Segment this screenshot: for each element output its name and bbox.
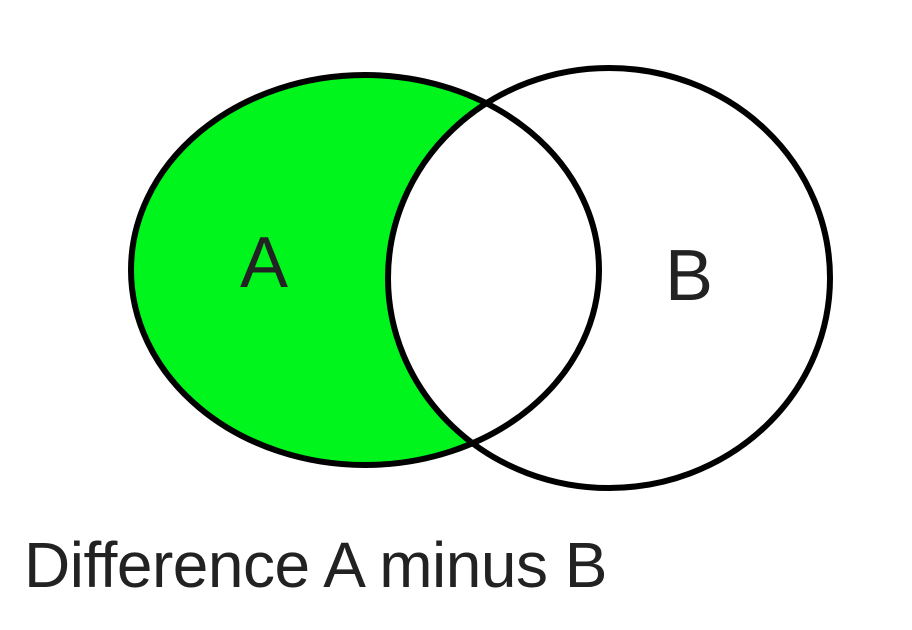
set-a-difference-region	[131, 75, 599, 465]
set-a-label: A	[240, 223, 288, 303]
diagram-caption: Difference A minus B	[24, 529, 607, 601]
set-a-outline	[128, 72, 602, 468]
set-b-label: B	[665, 236, 713, 316]
set-b-outline	[385, 65, 833, 491]
